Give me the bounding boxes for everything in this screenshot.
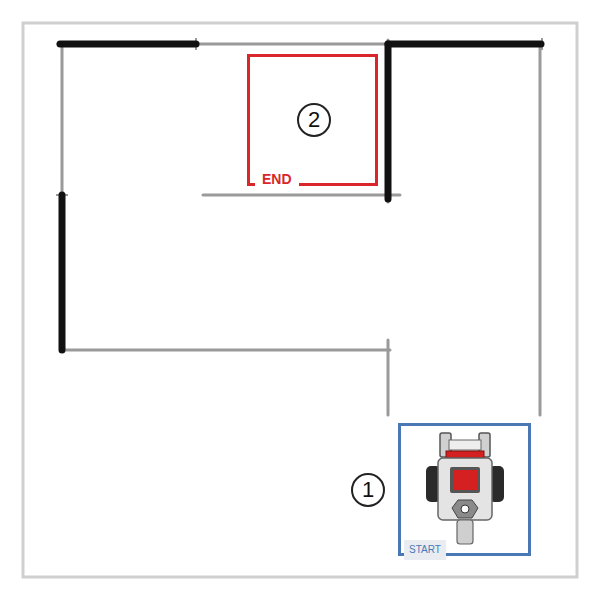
robot-body [438,458,492,520]
callout-number: 2 [297,103,331,137]
screen-frame [450,467,480,493]
thick-wall [59,195,66,350]
wall [58,43,542,46]
zone-label: START [404,540,446,560]
course-frame [23,23,577,577]
thick-wall [60,41,196,48]
callout-number: 1 [351,473,385,507]
robot-illustration [426,433,504,544]
thick-wall [388,41,541,48]
thick-wall [385,44,392,199]
wall [387,340,390,415]
black-walls [60,44,541,350]
wall [203,194,400,197]
zone-label: END [255,168,299,190]
start-zone: START [398,423,531,556]
sensor-dot [461,505,469,513]
arm [449,440,481,450]
red-bar [446,451,484,458]
wall [61,44,64,350]
wall [387,40,390,202]
grey-walls [58,40,542,415]
caster [457,520,473,544]
wall [62,349,390,352]
wall-ticks [56,38,542,195]
sensor-hub [452,500,478,518]
wall [539,44,542,415]
red-screen [453,470,477,490]
